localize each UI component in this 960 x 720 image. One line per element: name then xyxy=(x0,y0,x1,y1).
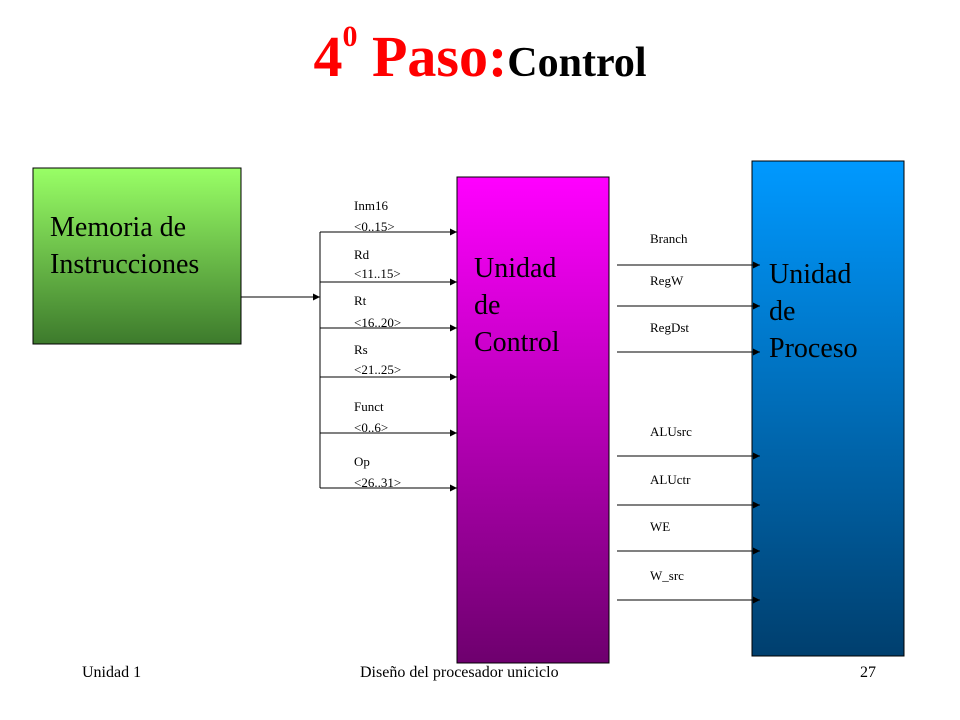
output-label-we: WE xyxy=(650,519,670,534)
control-label-3: Control xyxy=(474,327,560,358)
output-label-branch: Branch xyxy=(650,231,688,246)
output-label-alusrc: ALUsrc xyxy=(650,424,692,439)
input-bits-rd: <11..15> xyxy=(354,266,401,281)
input-bits-op: <26..31> xyxy=(354,475,401,490)
input-label-rs: Rs xyxy=(354,342,368,357)
title-main: Paso: xyxy=(357,24,508,89)
control-box xyxy=(456,176,610,664)
footer-center: Diseño del procesador uniciclo xyxy=(360,664,559,681)
memoria-box xyxy=(32,167,242,345)
footer-page-number: 27 xyxy=(860,664,876,681)
output-label-regdst: RegDst xyxy=(650,320,689,335)
title-superscript: 0 xyxy=(342,20,358,53)
input-label-rd: Rd xyxy=(354,247,370,262)
input-label-op: Op xyxy=(354,454,370,469)
input-label-rt: Rt xyxy=(354,293,367,308)
slide-title: 40 Paso:Control xyxy=(0,22,960,86)
proceso-label-2: de xyxy=(769,296,795,327)
control-label-2: de xyxy=(474,290,500,321)
proceso-box xyxy=(751,160,905,657)
footer-left: Unidad 1 xyxy=(82,664,142,681)
output-label-regw: RegW xyxy=(650,273,684,288)
memoria-label-2: Instrucciones xyxy=(50,249,199,280)
proceso-label-3: Proceso xyxy=(769,333,858,364)
proceso-label-1: Unidad xyxy=(769,259,851,290)
input-bits-rs: <21..25> xyxy=(354,362,401,377)
control-label-1: Unidad xyxy=(474,253,556,284)
input-bits-funct: <0..6> xyxy=(354,420,388,435)
output-label-wsrc: W_src xyxy=(650,568,684,583)
memoria-label-1: Memoria de xyxy=(50,212,186,243)
input-bits-rt: <16..20> xyxy=(354,315,401,330)
input-label-inm16: Inm16 xyxy=(354,198,388,213)
title-number: 4 xyxy=(313,24,343,89)
output-label-aluctr: ALUctr xyxy=(650,472,691,487)
input-label-funct: Funct xyxy=(354,399,384,414)
input-bits-inm16: <0..15> xyxy=(354,219,395,234)
title-sub: Control xyxy=(507,40,647,86)
